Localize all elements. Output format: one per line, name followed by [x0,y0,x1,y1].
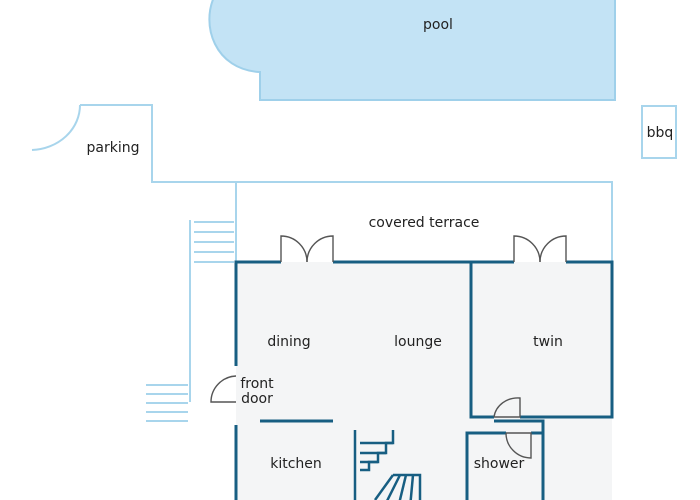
pool-area: pool [208,0,616,101]
parking-label: parking [87,140,140,156]
house-interior [236,262,612,500]
pool-label: pool [423,17,453,33]
doors [210,235,567,459]
pool [208,0,616,101]
bbq-label: bbq [647,125,674,141]
front-door-label-line1: front [240,376,274,392]
twin-double-door-left [513,235,541,263]
front-door-label-line2: door [241,391,273,407]
twin-room-door [493,397,521,418]
bbq-area: bbq [641,105,677,159]
entrance-steps [146,384,188,422]
dining-label: dining [267,334,310,350]
walls [234,260,614,500]
covered-terrace-label: covered terrace [369,215,480,231]
staircase [353,430,422,500]
twin-double-door-right [539,235,567,263]
outdoor-outline [31,104,613,402]
parking-gate-arc [31,104,82,151]
lounge-label: lounge [394,334,442,350]
parking-outline [80,104,613,262]
bbq [641,105,677,159]
terrace-steps [194,221,234,263]
twin-label: twin [533,334,563,350]
terrace-double-door-right [306,235,334,263]
terrace-double-door-left [280,235,308,263]
house-outer-wall [234,260,614,500]
shower-label: shower [474,456,525,472]
shower-door [505,432,532,459]
shower-wall [465,431,543,500]
kitchen-label: kitchen [270,456,322,472]
front-door [210,375,237,403]
hall-wall [494,419,545,500]
